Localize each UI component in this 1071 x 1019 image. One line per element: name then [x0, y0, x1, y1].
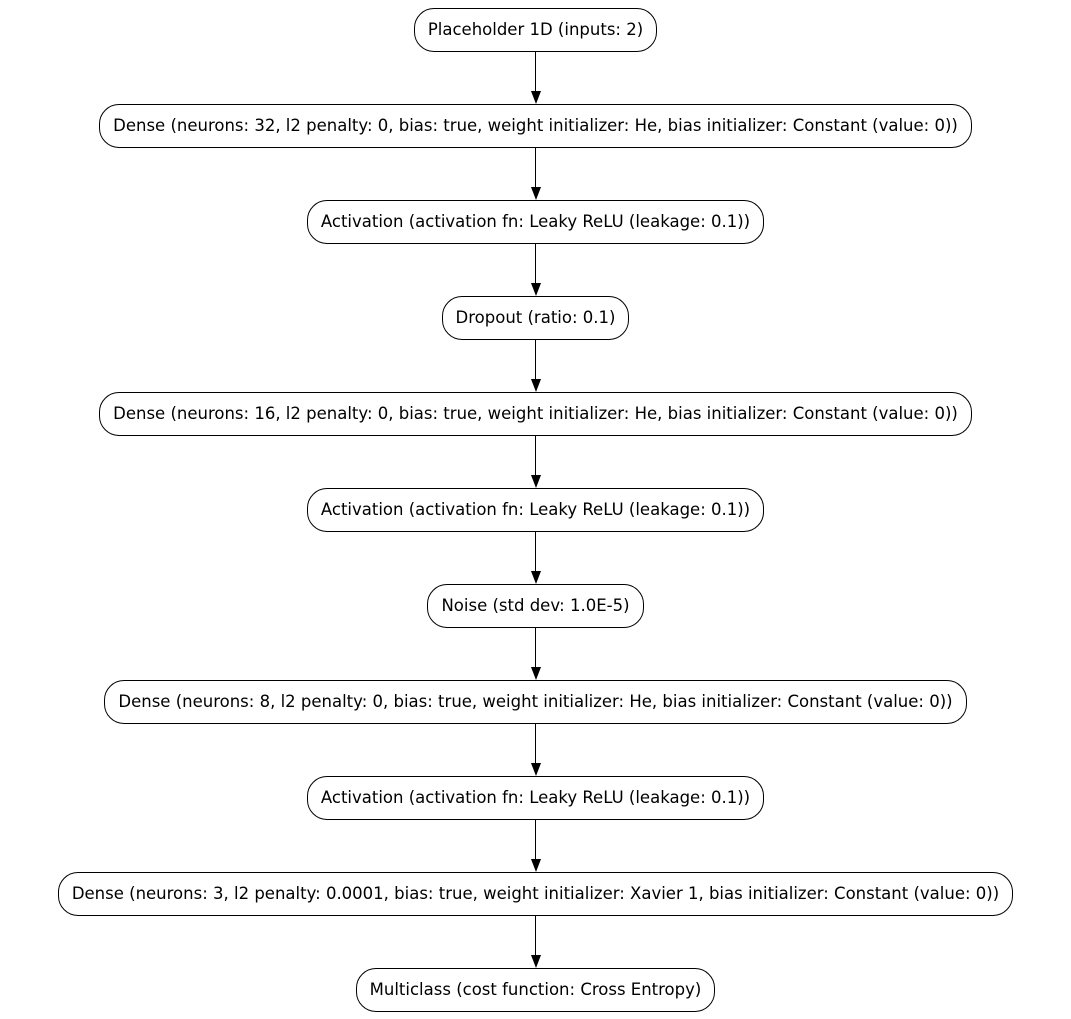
- edge-dense-3-to-activation-3: [530, 724, 541, 776]
- edge-line: [534, 340, 537, 379]
- node-label: Activation (activation fn: Leaky ReLU (l…: [320, 499, 751, 519]
- node-multiclass: Multiclass (cost function: Cross Entropy…: [355, 968, 716, 1012]
- arrowhead-down-icon: [530, 763, 541, 776]
- node-dense-2: Dense (neurons: 16, l2 penalty: 0, bias:…: [99, 392, 972, 436]
- node-label: Dense (neurons: 16, l2 penalty: 0, bias:…: [113, 403, 958, 423]
- node-activation-3: Activation (activation fn: Leaky ReLU (l…: [306, 776, 765, 820]
- arrowhead-down-icon: [530, 667, 541, 680]
- node-noise: Noise (std dev: 1.0E-5): [427, 584, 644, 628]
- edge-noise-to-dense-3: [530, 628, 541, 680]
- node-label: Activation (activation fn: Leaky ReLU (l…: [320, 787, 751, 807]
- edge-dense-2-to-activation-2: [530, 436, 541, 488]
- edge-line: [534, 148, 537, 187]
- edge-line: [534, 436, 537, 475]
- edge-line: [534, 628, 537, 667]
- edge-activation-1-to-dropout: [530, 244, 541, 296]
- edge-line: [534, 916, 537, 955]
- arrowhead-down-icon: [530, 475, 541, 488]
- node-label: Multiclass (cost function: Cross Entropy…: [369, 979, 702, 999]
- arrowhead-down-icon: [530, 91, 541, 104]
- edge-line: [534, 52, 537, 91]
- node-activation-1: Activation (activation fn: Leaky ReLU (l…: [306, 200, 765, 244]
- edge-dense-1-to-activation-1: [530, 148, 541, 200]
- edge-activation-3-to-dense-4: [530, 820, 541, 872]
- node-dense-3: Dense (neurons: 8, l2 penalty: 0, bias: …: [104, 680, 967, 724]
- edge-line: [534, 820, 537, 859]
- arrowhead-down-icon: [530, 955, 541, 968]
- node-label: Dense (neurons: 8, l2 penalty: 0, bias: …: [118, 691, 953, 711]
- node-label: Dense (neurons: 3, l2 penalty: 0.0001, b…: [71, 883, 1000, 903]
- arrowhead-down-icon: [530, 187, 541, 200]
- edge-line: [534, 532, 537, 571]
- edge-dense-4-to-multiclass: [530, 916, 541, 968]
- arrowhead-down-icon: [530, 379, 541, 392]
- node-dense-4: Dense (neurons: 3, l2 penalty: 0.0001, b…: [57, 872, 1014, 916]
- node-dropout: Dropout (ratio: 0.1): [441, 296, 630, 340]
- node-label: Placeholder 1D (inputs: 2): [427, 19, 644, 39]
- edge-line: [534, 724, 537, 763]
- edge-placeholder-1d-to-dense-1: [530, 52, 541, 104]
- node-label: Activation (activation fn: Leaky ReLU (l…: [320, 211, 751, 231]
- node-dense-1: Dense (neurons: 32, l2 penalty: 0, bias:…: [99, 104, 972, 148]
- arrowhead-down-icon: [530, 283, 541, 296]
- arrowhead-down-icon: [530, 859, 541, 872]
- edge-activation-2-to-noise: [530, 532, 541, 584]
- edge-line: [534, 244, 537, 283]
- node-activation-2: Activation (activation fn: Leaky ReLU (l…: [306, 488, 765, 532]
- edge-dropout-to-dense-2: [530, 340, 541, 392]
- node-label: Dropout (ratio: 0.1): [455, 307, 616, 327]
- node-placeholder-1d: Placeholder 1D (inputs: 2): [413, 8, 658, 52]
- arrowhead-down-icon: [530, 571, 541, 584]
- node-label: Noise (std dev: 1.0E-5): [441, 595, 630, 615]
- node-label: Dense (neurons: 32, l2 penalty: 0, bias:…: [113, 115, 958, 135]
